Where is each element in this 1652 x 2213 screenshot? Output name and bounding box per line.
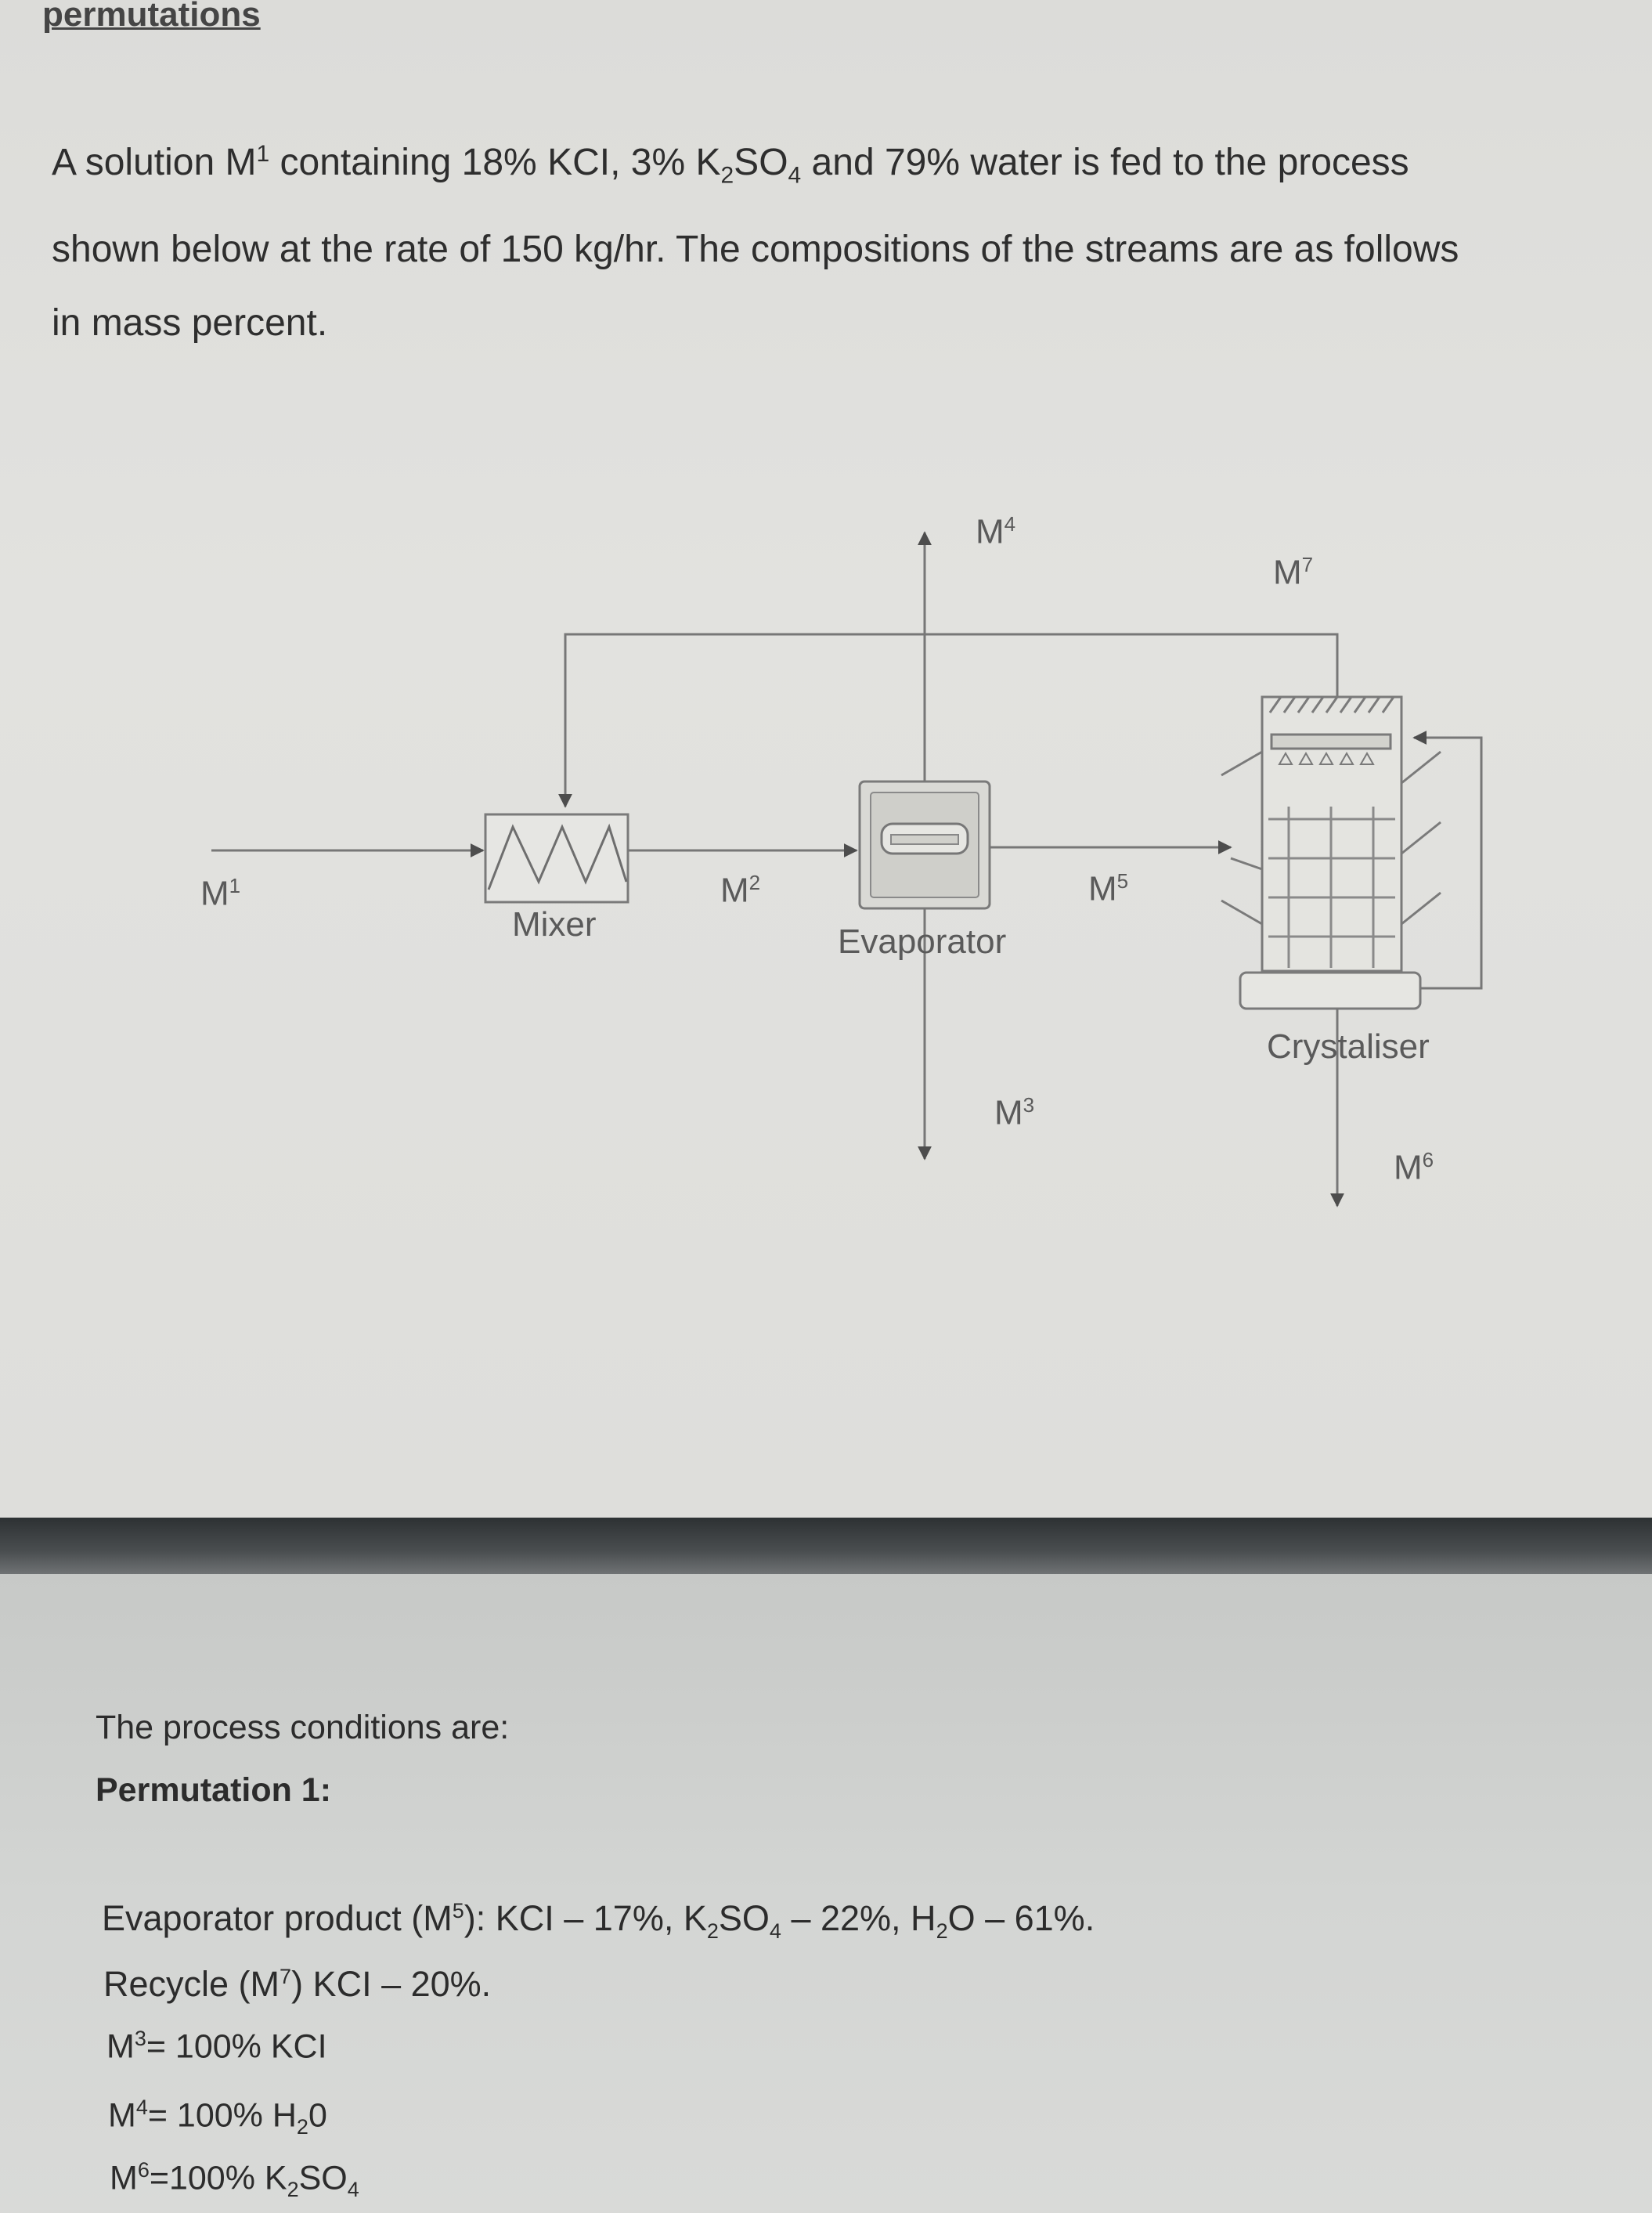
process-flow-diagram xyxy=(211,531,1483,1208)
permutations-link[interactable]: permutations xyxy=(42,0,261,34)
intro-sup: 1 xyxy=(256,141,270,167)
problem-statement: A solution M1 containing 18% KCI, 3% K2S… xyxy=(52,117,1610,360)
m3-composition: M3= 100% KCI xyxy=(106,2027,327,2066)
evaporator-unit xyxy=(858,780,991,910)
label-m4: M4 xyxy=(976,512,1016,551)
recycle-line: Recycle (M7) KCI – 20%. xyxy=(103,1964,492,2004)
permutation-heading: Permutation 1: xyxy=(96,1771,332,1809)
m6-composition: M6=100% K2SO4 xyxy=(110,2158,359,2201)
mixer-unit xyxy=(484,813,629,904)
label-m6: M6 xyxy=(1394,1148,1434,1187)
label-m1: M1 xyxy=(200,874,241,913)
intro-text: SO xyxy=(734,142,788,183)
label-m7: M7 xyxy=(1273,553,1314,592)
conditions-panel xyxy=(0,1574,1652,2213)
crystaliser-unit xyxy=(1221,695,1441,1010)
intro-text: containing 18% KCI, 3% K xyxy=(269,142,721,183)
intro-text: in mass percent. xyxy=(52,301,328,344)
label-mixer: Mixer xyxy=(512,905,597,944)
label-m2: M2 xyxy=(720,871,761,910)
label-m3: M3 xyxy=(994,1093,1035,1132)
crystaliser-loop-line xyxy=(1412,731,1483,990)
screen-divider xyxy=(0,1518,1652,1574)
evaporator-product-line: Evaporator product (M5): KCI – 17%, K2SO… xyxy=(102,1898,1095,1943)
conditions-heading: The process conditions are: xyxy=(96,1709,510,1746)
label-crystaliser: Crystaliser xyxy=(1267,1027,1430,1066)
intro-text: and 79% water is fed to the process xyxy=(801,142,1409,183)
stream-m7-recycle-line xyxy=(558,633,1339,808)
intro-text: shown below at the rate of 150 kg/hr. Th… xyxy=(52,228,1459,270)
intro-sub: 4 xyxy=(788,162,802,189)
intro-sub: 2 xyxy=(720,162,734,189)
label-m5: M5 xyxy=(1088,869,1129,908)
m4-composition: M4= 100% H20 xyxy=(108,2096,327,2139)
intro-text: A solution M xyxy=(52,142,257,183)
label-evaporator: Evaporator xyxy=(838,922,1007,961)
